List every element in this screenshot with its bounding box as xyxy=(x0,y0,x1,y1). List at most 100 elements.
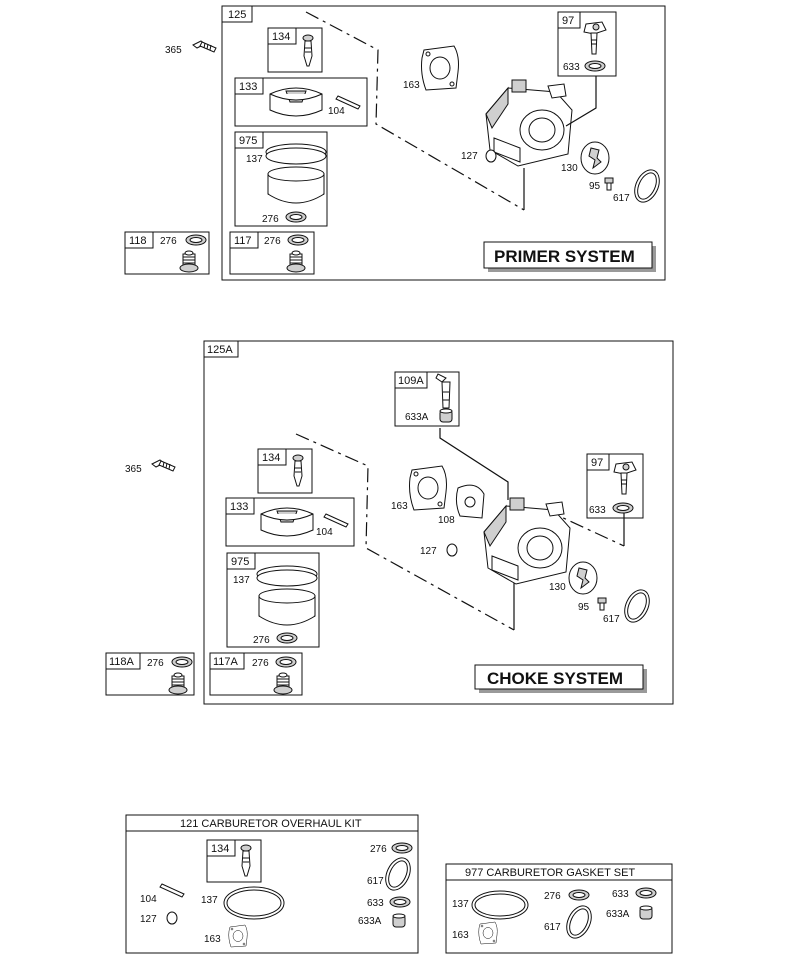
set-633-label: 633 xyxy=(612,889,629,900)
kit-pin-104-icon xyxy=(159,883,185,898)
choke-117a-276-label: 276 xyxy=(252,658,269,669)
ring-617-icon xyxy=(629,165,665,207)
primer-box-label: 125 xyxy=(228,9,246,21)
choke-118a-label: 118A xyxy=(109,656,135,668)
kit-ring-617-icon xyxy=(380,853,416,895)
choke-primer-97-icon xyxy=(613,461,637,495)
primer-117-label: 117 xyxy=(234,235,252,247)
choke-box xyxy=(203,340,674,705)
kit-633a-label: 633A xyxy=(358,916,382,927)
choke-gasket-163-icon xyxy=(409,465,447,511)
set-163-label: 163 xyxy=(452,930,469,941)
bowl-975-icon xyxy=(265,143,327,204)
bushing-633a-icon xyxy=(439,408,453,423)
primer-118-276-label: 276 xyxy=(160,236,177,247)
choke-118a-276-label: 276 xyxy=(147,658,164,669)
choke-system: 125A 365 109A 633A 134 133 104 975 137 2… xyxy=(105,340,674,705)
choke-109a-label: 109A xyxy=(398,375,424,387)
overhaul-kit: 121 CARBURETOR OVERHAUL KIT 134 104 127 … xyxy=(125,814,419,954)
overhaul-kit-title: 121 CARBURETOR OVERHAUL KIT xyxy=(180,818,362,830)
choke-plate-130-icon xyxy=(568,561,598,595)
plug-117-icon xyxy=(286,250,306,273)
primer-137-label: 137 xyxy=(246,154,263,165)
choke-float-133-icon xyxy=(260,507,314,537)
kit-633-label: 633 xyxy=(367,898,384,909)
choke-plate-108-icon xyxy=(455,484,485,519)
choke-134-label: 134 xyxy=(262,452,280,464)
set-gasket-163-icon xyxy=(478,921,498,945)
kit-163-label: 163 xyxy=(204,934,221,945)
set-137-label: 137 xyxy=(452,899,469,910)
primer-117-276-label: 276 xyxy=(264,236,281,247)
washer-117-icon xyxy=(287,234,309,246)
primer-system: 125 365 134 133 104 975 137 276 118 276 xyxy=(124,5,666,281)
kit-washer-276-icon xyxy=(391,842,413,854)
choke-975-label: 975 xyxy=(231,556,249,568)
gasket-set-title: 977 CARBURETOR GASKET SET xyxy=(465,867,635,879)
choke-365-label: 365 xyxy=(125,464,142,475)
kit-134-label: 134 xyxy=(211,843,229,855)
primer-975-label: 975 xyxy=(239,135,257,147)
gasket-set: 977 CARBURETOR GASKET SET 137 163 276 61… xyxy=(445,863,673,954)
set-633a-label: 633A xyxy=(606,909,630,920)
screw-95-icon xyxy=(604,177,614,191)
screw-365-icon xyxy=(192,40,217,53)
choke-plug-118a-icon xyxy=(168,672,188,695)
primer-104-label: 104 xyxy=(328,106,345,117)
primer-box xyxy=(221,5,666,281)
washer-276-icon xyxy=(285,211,307,223)
primer-95-label: 95 xyxy=(589,181,601,192)
choke-108-label: 108 xyxy=(438,515,455,526)
choke-screw-365-icon xyxy=(151,459,176,472)
choke-plug-117a-icon xyxy=(273,672,293,695)
choke-127-label: 127 xyxy=(420,546,437,557)
needle-134-icon xyxy=(302,34,314,67)
primer-127-label: 127 xyxy=(461,151,478,162)
primer-bulb-97-icon xyxy=(583,21,607,55)
choke-lever-109a-icon xyxy=(435,373,451,409)
choke-carburetor-icon xyxy=(483,497,571,585)
set-617-label: 617 xyxy=(544,922,561,933)
choke-117a-label: 117A xyxy=(213,656,239,668)
primer-130-label: 130 xyxy=(561,163,578,174)
washer-118-icon xyxy=(185,234,207,246)
washer-633-icon xyxy=(584,60,606,72)
choke-276-label: 276 xyxy=(253,635,270,646)
choke-pin-104-icon xyxy=(323,513,349,528)
primer-617-label: 617 xyxy=(613,193,630,204)
primer-276-label: 276 xyxy=(262,214,279,225)
kit-bushing-633a-icon xyxy=(392,913,406,928)
kit-137-label: 137 xyxy=(201,895,218,906)
kit-617-label: 617 xyxy=(367,876,384,887)
choke-box-label: 125A xyxy=(207,344,233,356)
plug-118-icon xyxy=(179,250,199,273)
choke-bowl-975-icon xyxy=(256,565,318,626)
choke-133-label: 133 xyxy=(230,501,248,513)
choke-104-label: 104 xyxy=(316,527,333,538)
choke-washer-117a-icon xyxy=(275,656,297,668)
choke-washer-118a-icon xyxy=(171,656,193,668)
choke-633a-label: 633A xyxy=(405,412,429,423)
part-365-label: 365 xyxy=(165,45,182,56)
choke-washer-633-icon xyxy=(612,502,634,514)
primer-118-label: 118 xyxy=(129,235,147,247)
set-276-label: 276 xyxy=(544,891,561,902)
choke-washer-276-icon xyxy=(276,632,298,644)
choke-screw-95-icon xyxy=(597,597,607,611)
choke-617-label: 617 xyxy=(603,614,620,625)
carburetor-icon xyxy=(485,79,573,167)
choke-633-label: 633 xyxy=(589,505,606,516)
kit-276-label: 276 xyxy=(370,844,387,855)
set-ring-617-icon xyxy=(561,901,597,943)
kit-104-label: 104 xyxy=(140,894,157,905)
primer-163-label: 163 xyxy=(403,80,420,91)
kit-127-label: 127 xyxy=(140,914,157,925)
choke-needle-134-icon xyxy=(292,454,304,487)
choke-130-label: 130 xyxy=(549,582,566,593)
primer-133-label: 133 xyxy=(239,81,257,93)
kit-gasket-163-icon xyxy=(228,924,248,948)
primer-633-label: 633 xyxy=(563,62,580,73)
primer-system-title: PRIMER SYSTEM xyxy=(494,247,635,266)
float-133-icon xyxy=(269,87,323,117)
